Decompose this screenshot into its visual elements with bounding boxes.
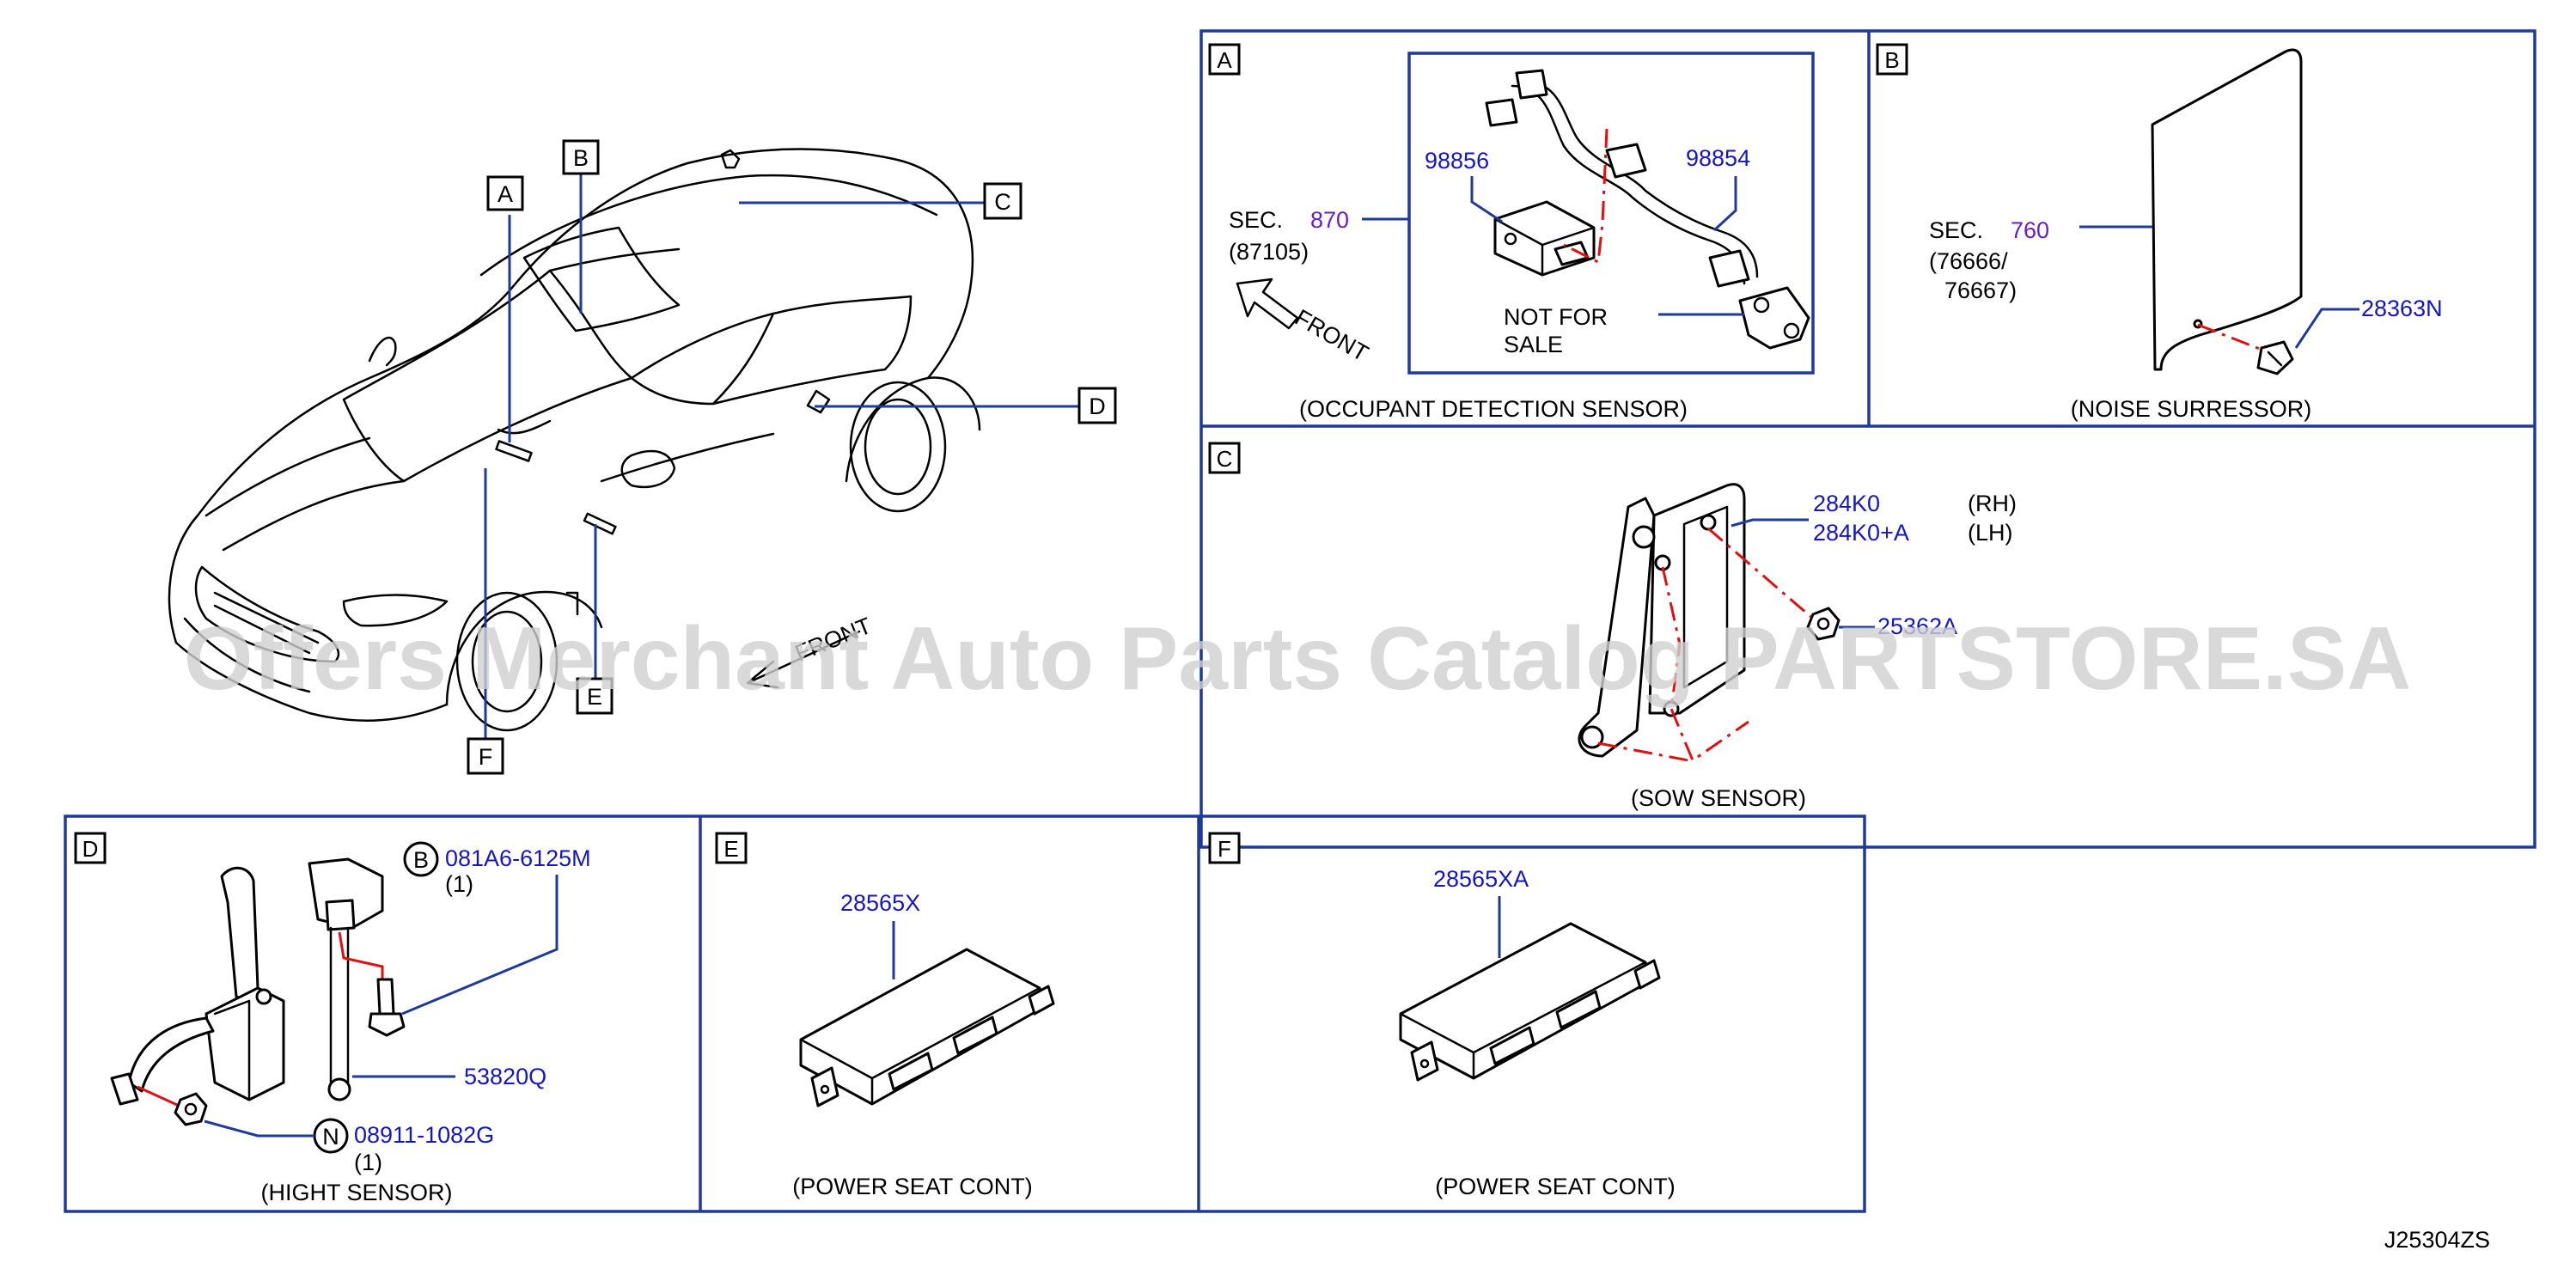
height-sensor <box>110 857 384 1106</box>
panel-C-part-nut: 25362A <box>1877 613 1957 639</box>
panel-C-part-lh: 284K0+A <box>1813 520 1909 546</box>
panel-A-part-left: 98856 <box>1425 148 1489 174</box>
panel-B-sec-prefix: SEC. <box>1929 217 1983 243</box>
callout-F: F <box>467 737 504 775</box>
panel-D-nut-part: 08911-1082G <box>354 1122 494 1148</box>
occupant-sensor-module <box>1493 200 1596 277</box>
panel-D-bolt-part: 081A6-6125M <box>445 845 591 871</box>
svg-text:E: E <box>587 684 602 710</box>
svg-text:A: A <box>497 181 513 207</box>
panel-F-part: 28565XA <box>1433 866 1529 892</box>
occupant-harness <box>1485 69 1810 350</box>
power-seat-control-unit-e <box>799 948 1055 1107</box>
panel-D-nut-symbol: N <box>322 1124 339 1150</box>
panel-B-sec-number: 760 <box>2011 217 2049 243</box>
callout-D: D <box>1077 387 1117 424</box>
panel-A-nfs-line1: NOT FOR <box>1504 304 1608 330</box>
callout-A: A <box>486 175 524 211</box>
panel-F: F 28565XA (POWER SEAT CONT) <box>1208 832 1676 1199</box>
front-arrow-icon <box>1236 278 1299 330</box>
panel-B-letter: B <box>1884 47 1899 73</box>
panel-D-nut-qty: (1) <box>354 1150 382 1175</box>
panel-D-bolt-symbol: B <box>413 847 429 873</box>
panel-F-caption: (POWER SEAT CONT) <box>1435 1174 1676 1199</box>
panel-D-caption: (HIGHT SENSOR) <box>260 1180 452 1205</box>
svg-text:C: C <box>994 189 1011 215</box>
sow-sensor-bracket <box>1578 483 1746 758</box>
callout-B: B <box>562 139 600 175</box>
panel-B: B SEC. 760 (76666/ 76667) 28363N (NOISE … <box>1876 43 2443 422</box>
panel-A-front-label: FRONT <box>1291 304 1373 366</box>
panel-B-sec-sub1: (76666/ <box>1929 248 2008 274</box>
panel-A-sec-prefix: SEC. <box>1229 207 1283 233</box>
svg-text:D: D <box>1089 393 1106 419</box>
bolt-symbol-icon <box>403 841 439 877</box>
panel-A: A SEC. 870 (87105) FRONT 98856 <box>1208 43 1815 422</box>
watermark: Offers Merchant Auto Parts Catalog PARTS… <box>184 609 2412 709</box>
panel-B-caption: (NOISE SURRESSOR) <box>2071 396 2312 422</box>
panel-D-bolt-qty: (1) <box>445 871 473 897</box>
svg-text:B: B <box>573 145 589 171</box>
diagram-code: J25304ZS <box>2384 1227 2490 1253</box>
panel-C-side-rh: (RH) <box>1968 491 2017 516</box>
panel-A-part-right: 98854 <box>1686 145 1750 171</box>
power-seat-control-unit-f <box>1399 922 1661 1082</box>
panel-D: D B 081A6-6125M (1) 53820Q <box>74 832 591 1205</box>
panel-C-side-lh: (LH) <box>1968 520 2013 546</box>
panel-C-part-rh: 284K0 <box>1813 491 1880 516</box>
panel-B-part: 28363N <box>2361 296 2443 321</box>
bolt-icon <box>368 978 406 1037</box>
panel-C-caption: (SOW SENSOR) <box>1631 785 1806 811</box>
nut-icon <box>1806 607 1840 641</box>
car-outline <box>168 148 981 732</box>
panel-A-caption: (OCCUPANT DETECTION SENSOR) <box>1299 396 1688 422</box>
overview-leaders <box>484 172 1079 739</box>
panel-E-caption: (POWER SEAT CONT) <box>792 1174 1033 1199</box>
panel-D-link-part: 53820Q <box>464 1064 546 1089</box>
panel-A-letter: A <box>1217 47 1232 73</box>
callout-C: C <box>983 182 1022 220</box>
bolt-icon <box>2256 340 2294 375</box>
panel-C: C 284K0 (RH) 284K0+A (LH) 25362A (SOW SE… <box>1208 442 2017 811</box>
noise-suppressor-panel <box>2151 48 2303 371</box>
panel-D-letter: D <box>82 836 99 862</box>
callout-E: E <box>576 677 613 715</box>
panel-C-letter: C <box>1217 446 1233 472</box>
panel-E-part: 28565X <box>840 890 920 916</box>
nut-icon <box>174 1092 208 1126</box>
panel-A-sec-number: 870 <box>1310 207 1349 233</box>
panel-frames <box>64 29 2536 1213</box>
panel-A-nfs-line2: SALE <box>1504 332 1563 357</box>
svg-text:F: F <box>479 744 493 770</box>
panel-E-letter: E <box>723 836 738 862</box>
panel-A-sec-sub: (87105) <box>1229 239 1309 265</box>
panel-E: E 28565X (POWER SEAT CONT) <box>715 832 1055 1199</box>
panel-B-sec-sub2: 76667) <box>1944 278 2017 303</box>
panel-F-letter: F <box>1218 836 1231 862</box>
front-arrow-icon <box>746 630 861 689</box>
